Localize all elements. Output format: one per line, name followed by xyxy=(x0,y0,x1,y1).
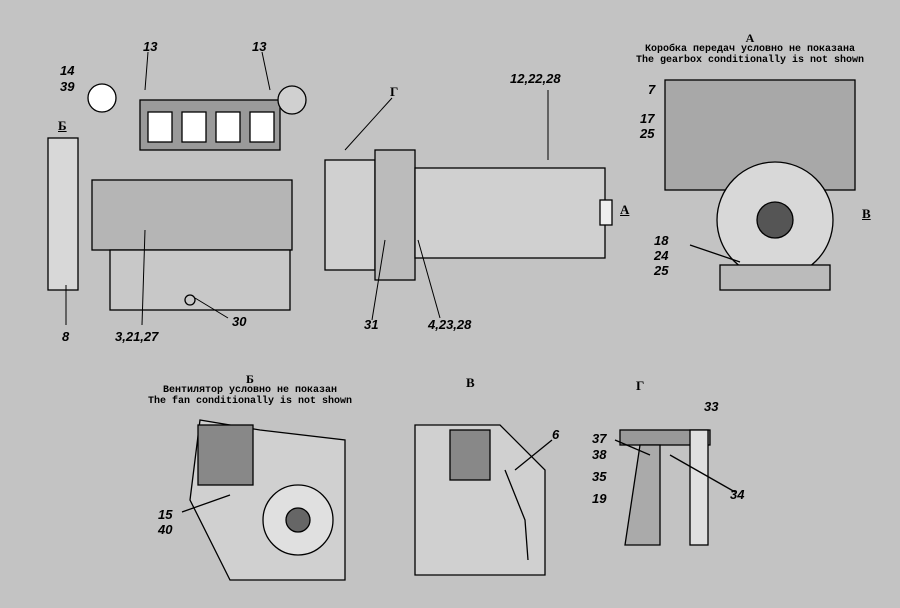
label-15: 15 xyxy=(158,507,173,522)
view-b-note-en: The fan conditionally is not shown xyxy=(147,396,353,407)
label-31: 31 xyxy=(364,317,379,332)
label-39: 39 xyxy=(60,79,75,94)
label-8: 8 xyxy=(62,329,70,344)
label-17: 17 xyxy=(640,111,655,126)
label-12-22-28: 12,22,28 xyxy=(510,71,561,86)
view-v-title: В xyxy=(466,375,475,390)
label-34: 34 xyxy=(730,487,745,502)
view-v-detail xyxy=(414,424,553,576)
view-b-caption: Б Вентилятор условно не показан The fan … xyxy=(110,372,390,407)
view-g-title: Г xyxy=(636,378,645,393)
label-view-b-marker: Б xyxy=(58,118,67,133)
label-13-right: 13 xyxy=(252,39,267,54)
label-7: 7 xyxy=(648,82,656,97)
label-40: 40 xyxy=(158,522,173,537)
label-33: 33 xyxy=(704,399,719,414)
label-3-21-27: 3,21,27 xyxy=(115,329,159,344)
label-24: 24 xyxy=(654,248,669,263)
label-25: 25 xyxy=(640,126,655,141)
label-view-g-marker: Г xyxy=(390,84,399,99)
label-view-a-marker: А xyxy=(620,202,630,217)
view-b-title: Б xyxy=(246,372,254,386)
label-35: 35 xyxy=(592,469,607,484)
view-a-front xyxy=(664,79,856,291)
label-18: 18 xyxy=(654,233,669,248)
label-38: 38 xyxy=(592,447,607,462)
label-4-23-28: 4,23,28 xyxy=(428,317,472,332)
view-a-caption: А Коробка передач условно не показана Th… xyxy=(605,31,895,66)
view-a-title: А xyxy=(745,31,755,45)
label-30: 30 xyxy=(232,314,247,329)
view-b-note-ru: Вентилятор условно не показан xyxy=(162,385,338,396)
label-view-v-marker: В xyxy=(862,206,871,221)
label-37: 37 xyxy=(592,431,607,446)
label-6: 6 xyxy=(552,427,560,442)
leader-lines xyxy=(65,51,549,326)
view-a-note-ru: Коробка передач условно не показана xyxy=(644,44,856,55)
view-b-detail xyxy=(181,419,346,581)
view-a-note-en: The gearbox conditionally is not shown xyxy=(635,55,865,66)
label-13-left: 13 xyxy=(143,39,158,54)
engine-side-view xyxy=(47,83,613,311)
label-19: 19 xyxy=(592,491,607,506)
view-g-section xyxy=(614,429,736,546)
label-14: 14 xyxy=(60,63,75,78)
label-25b: 25 xyxy=(654,263,669,278)
